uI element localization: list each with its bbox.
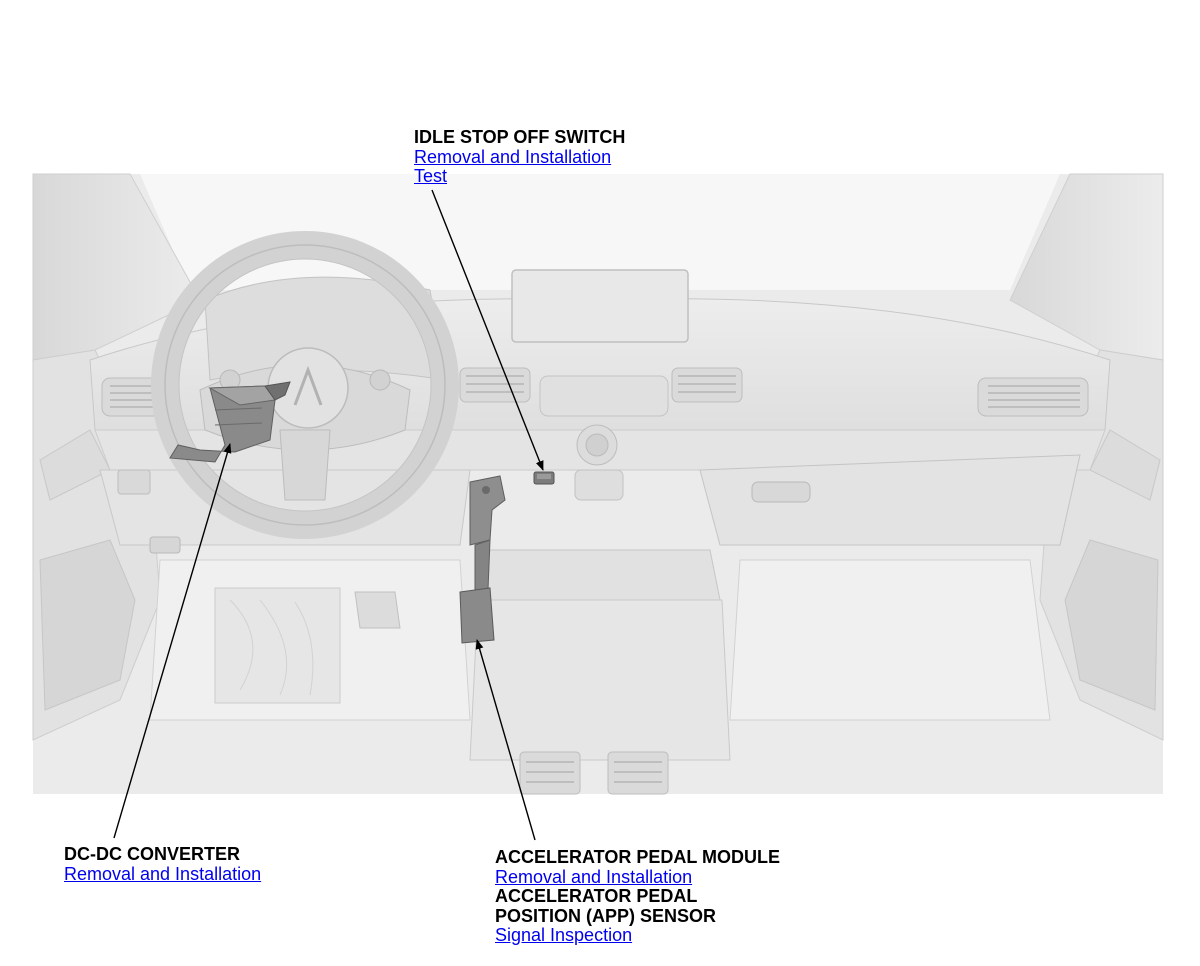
center-console	[469, 549, 731, 795]
accelerator-pedal-module-part	[459, 475, 506, 644]
leader-lines	[113, 189, 544, 841]
floor-and-pedals	[149, 559, 1051, 721]
app-sensor-title-line1: ACCELERATOR PEDAL	[495, 886, 698, 906]
idle-stop-off-switch-part	[533, 471, 555, 485]
dc-dc-removal-link[interactable]: Removal and Installation	[64, 863, 262, 884]
idle-stop-removal-link[interactable]: Removal and Installation	[414, 146, 612, 167]
idle-stop-test-link[interactable]: Test	[414, 166, 448, 186]
app-sensor-title-line2: POSITION (APP) SENSOR	[495, 905, 717, 926]
callout-accelerator-pedal: ACCELERATOR PEDAL MODULE Removal and Ins…	[495, 847, 781, 946]
leader-idle-stop	[431, 189, 544, 471]
callout-dc-dc-converter: DC-DC CONVERTER Removal and Installation	[64, 844, 262, 884]
leader-accelerator	[475, 639, 536, 841]
leader-dcdc	[113, 443, 232, 839]
dc-dc-converter-part	[169, 381, 291, 463]
accelerator-pedal-module-title: ACCELERATOR PEDAL MODULE	[495, 847, 781, 867]
dc-dc-converter-title: DC-DC CONVERTER	[64, 844, 241, 864]
callout-idle-stop-off-switch: IDLE STOP OFF SWITCH Removal and Install…	[414, 127, 626, 187]
accelerator-pedal-removal-link[interactable]: Removal and Installation	[495, 866, 693, 887]
idle-stop-off-switch-title: IDLE STOP OFF SWITCH	[414, 127, 626, 147]
app-sensor-signal-inspection-link[interactable]: Signal Inspection	[495, 925, 633, 945]
